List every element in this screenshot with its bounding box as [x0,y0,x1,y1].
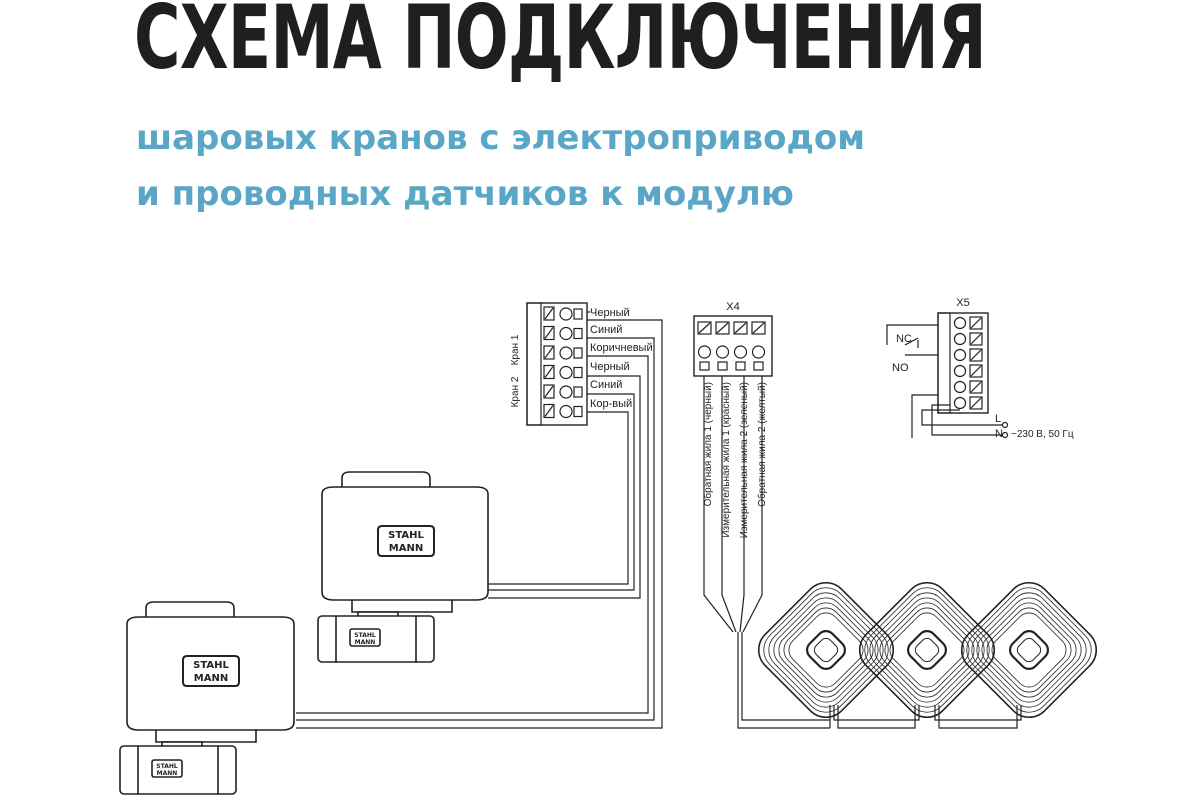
x5-no-label: NO [892,362,909,374]
x5-label: X5 [956,297,969,309]
valve-terminal-screw [543,384,555,399]
valve-terminal-screw [543,364,555,380]
valve-wire-label-4: Черный [590,361,630,373]
x5-terminal-socket [953,332,967,346]
leak-sensors [757,581,1098,729]
x4-terminal-socket [733,345,748,359]
valve-wire-label-3: Коричневый [590,342,653,354]
valve-2-group-label: Кран 2 [510,376,521,407]
valve-terminal-screw [543,345,555,360]
x5-terminal-socket [953,380,967,394]
x5-terminal-screw [969,364,983,378]
valve-1-body-brand-line1: STAHL [156,763,178,770]
valve-terminal-socket [559,404,573,419]
x4-terminal-socket [697,345,712,359]
valve-2-body-brand-line1: STAHL [354,632,376,639]
valve-wire-label-2: Синий [590,324,622,336]
x5-terminal-screw [969,348,983,362]
subtitle-line-1: шаровых кранов с электроприводом [136,118,866,158]
x4-wire-label-2: Измерительная жила 1 (красный) [721,382,732,538]
leak-sensor [960,581,1098,719]
x5-terminal-screw [969,380,983,394]
x5-terminal-socket [953,396,967,410]
x5-power-label: ~230 В, 50 Гц [1011,429,1074,440]
valve-terminal-socket [559,307,573,321]
valve-wire-label-5: Синий [590,379,622,391]
valve-1-brand-line2: MANN [194,673,228,684]
valve-terminal-socket [559,346,573,360]
x4-terminal-screw [697,321,712,335]
x5-terminal-screw [969,332,983,346]
page-title: СХЕМА ПОДКЛЮЧЕНИЯ [134,0,987,89]
valve-wire-label-6: Кор-вый [590,398,632,410]
x4-label: X4 [726,301,739,313]
leak-sensor [757,581,895,719]
x5-connector: X5 NC NO L N ~230 В, 50 Гц [886,297,1074,440]
leak-sensor [858,581,996,719]
valve-terminal-block: Кран 1 Кран 2 Черный Синий Коричневый Че… [296,302,663,729]
x5-l-label: L [995,413,1001,425]
valve-1-group-label: Кран 1 [510,334,521,365]
valve-wire-label-1: Черный [590,307,630,319]
x4-wire-label-1: Обратная жила 1 (черный) [702,382,714,506]
x4-terminal-socket [715,345,730,359]
x5-terminal-screw [969,396,983,410]
valve-terminal-screw [543,325,555,341]
x4-terminal-screw [733,321,748,335]
x4-terminal-socket [751,345,766,359]
valve-2-brand-line1: STAHL [388,530,424,541]
valve-2-body-brand-line2: MANN [355,639,376,646]
x5-terminal-screw [969,316,983,330]
subtitle-line-2: и проводных датчиков к модулю [136,174,794,214]
x4-connector: X4 Обратная жила 1 (черный) Измерительна… [693,301,830,729]
valve-1-brand-line1: STAHL [193,660,229,671]
valve-2-brand-line2: MANN [389,543,423,554]
x5-nc-label: NC [896,333,912,345]
valve-terminal-screw [543,403,555,419]
x4-terminal-screw [751,321,766,335]
valve-terminal-socket [559,326,573,341]
x5-terminal-socket [953,364,967,378]
ball-valve-1: STAHL MANN STAHL MANN [119,601,295,795]
x4-terminal-screw [715,321,730,335]
x5-terminal-socket [953,316,967,330]
valve-terminal-socket [559,385,573,399]
x5-n-label: N [995,428,1003,440]
ball-valve-2: STAHL MANN STAHL MANN [317,471,489,663]
valve-terminal-socket [559,365,573,380]
x5-terminal-socket [953,348,967,362]
valve-1-body-brand-line2: MANN [157,770,178,777]
valve-terminal-screw [543,306,555,321]
